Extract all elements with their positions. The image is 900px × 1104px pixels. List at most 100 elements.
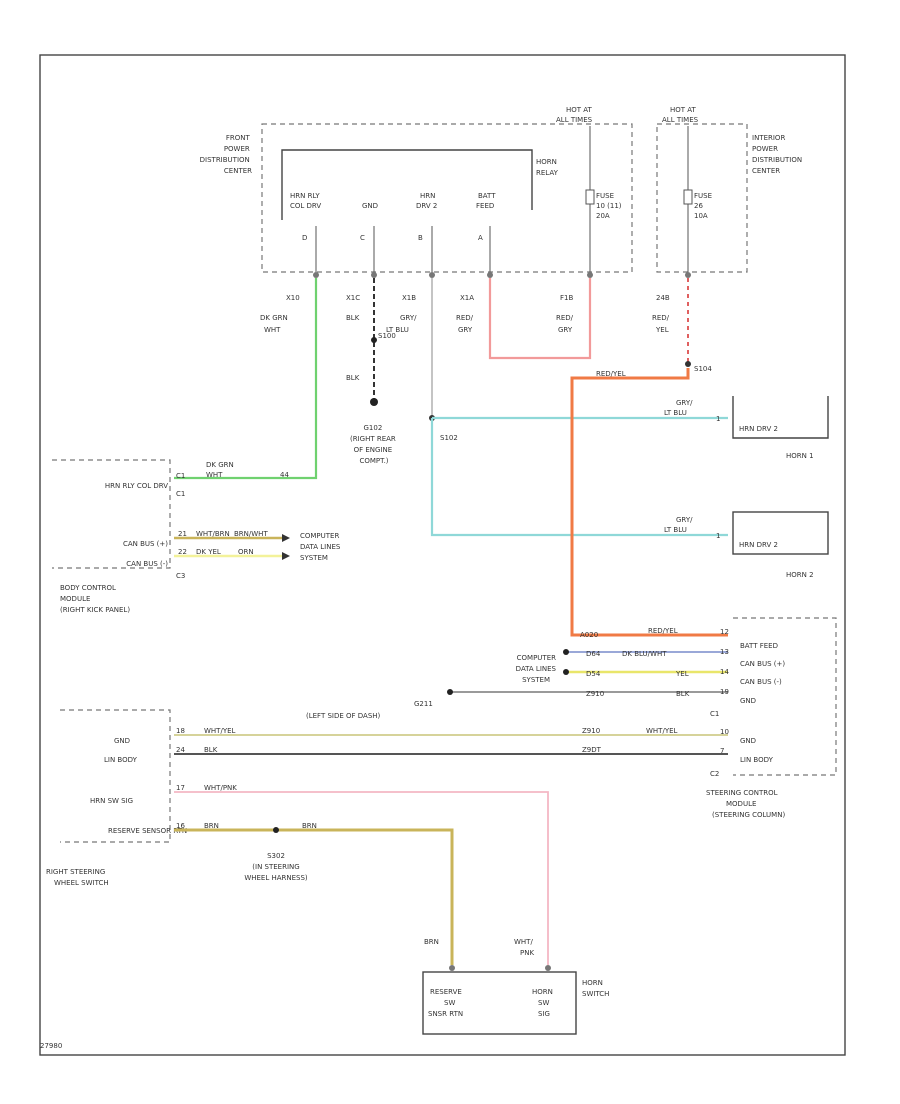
fpdc-connectors	[313, 272, 691, 278]
fpdc-pin-b: HRN DRV 2 B	[416, 192, 437, 272]
svg-text:C1: C1	[710, 710, 719, 718]
svg-text:RED/YEL: RED/YEL	[648, 627, 678, 635]
svg-text:WHT: WHT	[264, 326, 281, 334]
svg-text:Z9DT: Z9DT	[582, 746, 602, 754]
svg-text:CAN BUS (-): CAN BUS (-)	[740, 678, 782, 686]
svg-text:14: 14	[720, 668, 729, 676]
svg-text:MODULE: MODULE	[60, 595, 90, 603]
svg-text:B: B	[418, 234, 423, 242]
svg-text:LIN BODY: LIN BODY	[104, 756, 138, 764]
svg-text:LT BLU: LT BLU	[664, 409, 687, 417]
svg-text:WHT: WHT	[206, 471, 223, 479]
svg-text:HORN: HORN	[532, 988, 553, 996]
svg-text:GRY/: GRY/	[676, 399, 693, 407]
svg-text:18: 18	[176, 727, 185, 735]
svg-text:WHT/PNK: WHT/PNK	[204, 784, 237, 792]
bcm-green-label: DK GRN WHT 44 C1	[176, 461, 289, 480]
wire-pink-batt-feed	[488, 278, 592, 360]
s104-label: S104	[694, 365, 712, 373]
horn-relay-outline	[281, 149, 533, 220]
svg-text:BLK: BLK	[346, 314, 360, 322]
svg-text:STEERING CONTROL: STEERING CONTROL	[706, 789, 778, 797]
svg-text:44: 44	[280, 471, 289, 479]
s102-label: S102	[440, 434, 458, 442]
svg-text:BRN/WHT: BRN/WHT	[234, 530, 268, 538]
svg-text:16: 16	[176, 822, 185, 830]
rsws-wire-labels: WHT/YEL Z910 WHT/YEL BLK Z9DT WHT/PNK BR…	[176, 727, 678, 830]
horn-switch-name: HORN SWITCH	[582, 979, 609, 998]
svg-text:GRY: GRY	[558, 326, 573, 334]
svg-text:Z910: Z910	[586, 690, 604, 698]
svg-text:RESERVE: RESERVE	[430, 988, 462, 996]
svg-text:GND: GND	[114, 737, 130, 745]
svg-text:COL DRV: COL DRV	[290, 202, 321, 210]
svg-text:24: 24	[176, 746, 185, 754]
g102-label: G102 (RIGHT REAR OF ENGINE COMPT.)	[350, 424, 398, 465]
wire-rsws-horn-sig	[174, 791, 549, 965]
wire-a5-label: F1B RED/ GRY	[556, 294, 574, 334]
svg-text:BODY CONTROL: BODY CONTROL	[60, 584, 116, 592]
svg-text:DK YEL: DK YEL	[196, 548, 221, 556]
svg-text:S302: S302	[267, 852, 285, 860]
rsws-name: RIGHT STEERING WHEEL SWITCH	[46, 868, 109, 887]
svg-text:WHT/YEL: WHT/YEL	[646, 727, 678, 735]
svg-text:DK BLU/WHT: DK BLU/WHT	[622, 650, 667, 658]
svg-text:HRN DRV 2: HRN DRV 2	[739, 541, 778, 549]
splice-s104	[685, 361, 691, 367]
fuse2-label: FUSE 26 10A	[694, 192, 714, 220]
svg-text:Z910: Z910	[582, 727, 600, 735]
fpdc-pin-d: HRN RLY COL DRV D	[290, 192, 321, 272]
horn-relay-label: HORN RELAY	[536, 158, 559, 177]
svg-text:HRN SW SIG: HRN SW SIG	[90, 797, 133, 805]
svg-text:BATT: BATT	[478, 192, 496, 200]
blk-label-2: BLK	[346, 374, 360, 382]
scm-pins: BATT FEED CAN BUS (+) CAN BUS (-) GND GN…	[710, 642, 785, 778]
svg-text:WHT/: WHT/	[514, 938, 533, 946]
svg-text:(RIGHT KICK PANEL): (RIGHT KICK PANEL)	[60, 606, 130, 614]
svg-text:1: 1	[716, 415, 720, 423]
svg-text:1: 1	[716, 532, 720, 540]
gry-lt-blu-label-2: GRY/ LT BLU	[664, 516, 693, 534]
svg-text:HORN: HORN	[582, 979, 603, 987]
svg-text:GND: GND	[740, 737, 756, 745]
svg-text:DK GRN: DK GRN	[206, 461, 234, 469]
scm-outline	[733, 617, 837, 776]
fpdc-outline	[261, 123, 633, 273]
svg-text:D54: D54	[586, 670, 601, 678]
diagram-frame	[39, 54, 846, 1056]
s302-label: S302 (IN STEERING WHEEL HARNESS)	[244, 852, 308, 882]
svg-text:RED/: RED/	[652, 314, 670, 322]
svg-text:LIN BODY: LIN BODY	[740, 756, 774, 764]
svg-text:C3: C3	[176, 572, 185, 580]
svg-text:WHT/BRN: WHT/BRN	[196, 530, 230, 538]
wire-a2-label: X1C BLK	[346, 294, 360, 322]
svg-text:7: 7	[720, 747, 724, 755]
svg-text:C1: C1	[176, 472, 185, 480]
wire-a4-label: X1A RED/ GRY	[456, 294, 474, 334]
svg-text:SNSR RTN: SNSR RTN	[428, 1010, 463, 1018]
scm-can-minus-terminal	[563, 669, 569, 675]
svg-text:HRN RLY: HRN RLY	[290, 192, 320, 200]
svg-text:X1A: X1A	[460, 294, 474, 302]
svg-text:DATA LINES: DATA LINES	[516, 665, 557, 673]
svg-text:A: A	[478, 234, 483, 242]
diagram-code: 27980	[40, 1042, 62, 1050]
svg-text:BRN: BRN	[302, 822, 317, 830]
scm-name: STEERING CONTROL MODULE (STEERING COLUMN…	[706, 789, 785, 819]
hot-at-all-times-1: HOT AT ALL TIMES	[556, 106, 594, 124]
scm-can-plus-terminal	[563, 649, 569, 655]
svg-text:HORN 1: HORN 1	[786, 452, 814, 460]
svg-text:G211: G211	[414, 700, 433, 708]
svg-text:19: 19	[720, 688, 729, 696]
svg-text:SIG: SIG	[538, 1010, 550, 1018]
fpdc-pin-c: GND C	[360, 202, 378, 272]
wire-orange-feed	[570, 368, 728, 637]
svg-text:D: D	[302, 234, 307, 242]
horn-1: HRN DRV 2 1 HORN 1	[716, 396, 829, 460]
svg-text:WHT/YEL: WHT/YEL	[204, 727, 236, 735]
svg-text:LT BLU: LT BLU	[664, 526, 687, 534]
svg-text:YEL: YEL	[655, 326, 669, 334]
s100-label: S100	[378, 332, 396, 340]
svg-text:DATA LINES: DATA LINES	[300, 543, 341, 551]
